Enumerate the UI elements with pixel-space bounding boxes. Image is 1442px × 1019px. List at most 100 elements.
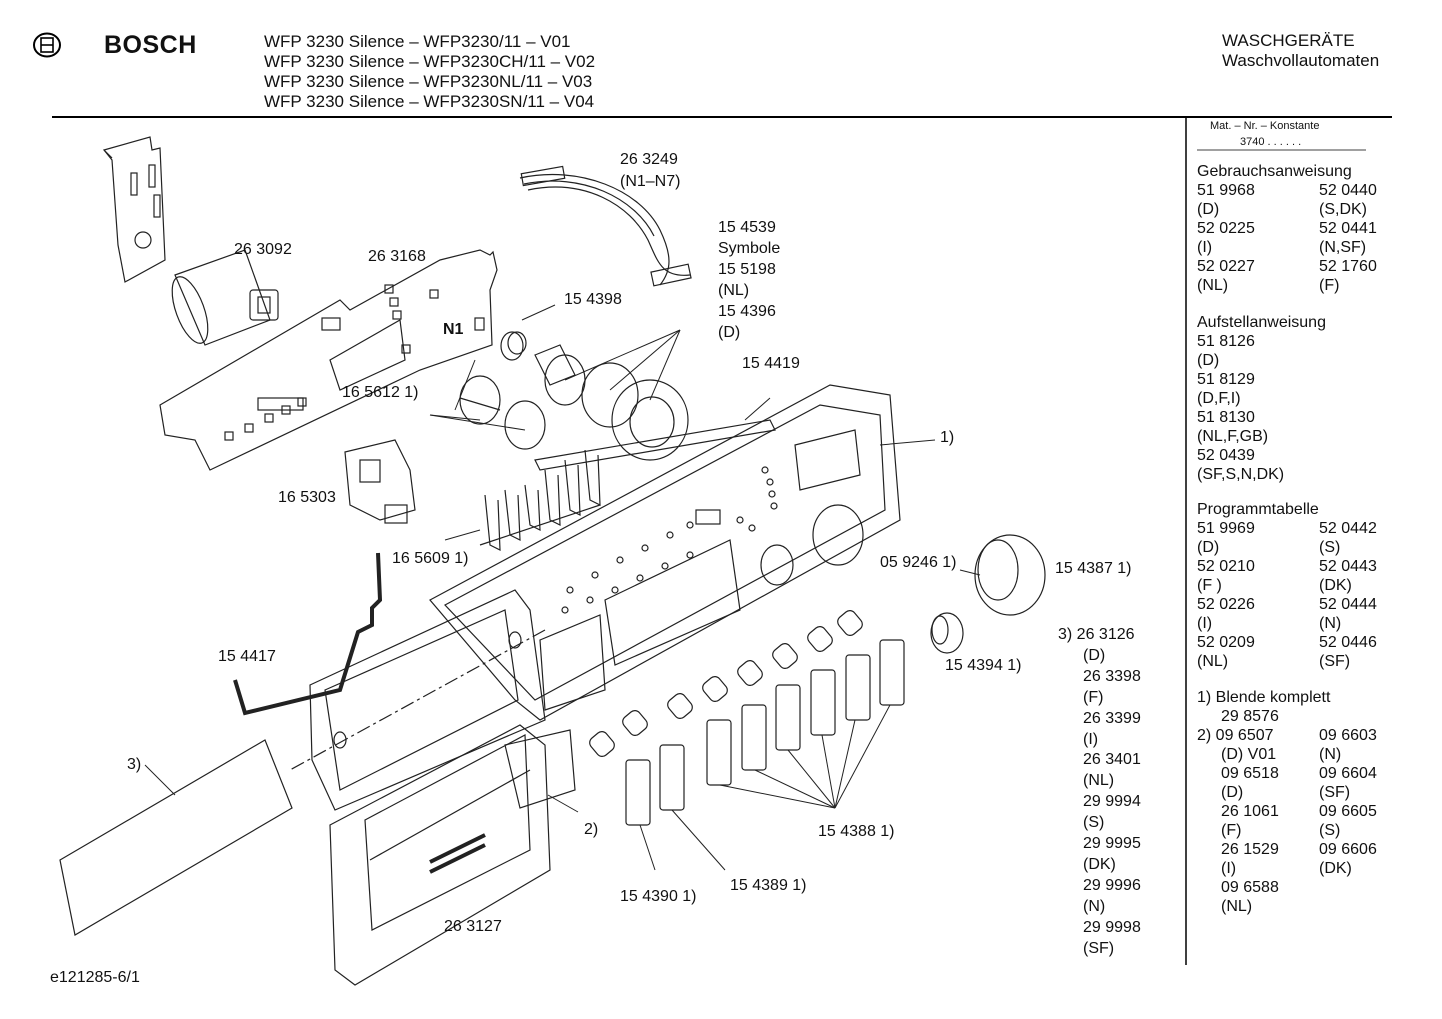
doc-number: 52 1760 — [1319, 258, 1377, 275]
note2-lang: (F) — [1221, 822, 1242, 839]
note2-lang: (DK) — [1319, 860, 1352, 877]
symbol-rings — [534, 344, 689, 461]
doc-number: 51 8129 — [1197, 371, 1255, 388]
variant-line: (NL) — [1083, 772, 1115, 790]
doc-lang: (I) — [1197, 615, 1213, 632]
variant-line: 29 9996 — [1083, 876, 1141, 894]
variant-line: 29 9998 — [1083, 918, 1141, 936]
variant-line: (SF) — [1083, 939, 1115, 957]
doc-number: 51 9968 — [1197, 182, 1255, 199]
model-line-3: WFP 3230 Silence – WFP3230NL/11 – V03 — [264, 72, 593, 91]
light-guide-rail — [534, 419, 776, 471]
model-line-4: WFP 3230 Silence – WFP3230SN/11 – V04 — [264, 92, 595, 111]
note2-number: 09 6606 — [1319, 841, 1377, 858]
label-symbole: Symbole — [718, 240, 781, 257]
label-15-4387: 15 4387 1) — [1055, 560, 1132, 577]
springs — [589, 609, 863, 758]
doc-number: 51 9969 — [1197, 520, 1255, 537]
label-15-4398: 15 4398 — [564, 291, 622, 308]
note2-number: 26 1529 — [1221, 841, 1279, 858]
doc-lang: (D) — [1197, 352, 1220, 369]
doc-number: 52 0209 — [1197, 634, 1255, 651]
label-16-5609: 16 5609 1) — [392, 550, 469, 567]
control-pcb — [159, 249, 498, 471]
variant-line: 26 3398 — [1083, 667, 1141, 685]
label-26-3092: 26 3092 — [234, 241, 292, 258]
category-title: WASCHGERÄTE — [1222, 31, 1355, 50]
section-title: Gebrauchsanweisung — [1197, 163, 1352, 180]
note2-lang: (S) — [1319, 822, 1341, 839]
label-15-4417: 15 4417 — [218, 648, 276, 665]
note2-number: 09 6518 — [1221, 765, 1279, 782]
doc-lang: (DK) — [1319, 577, 1352, 594]
small-knob — [930, 612, 964, 654]
label-ref-2: 2) — [584, 821, 599, 838]
bosch-armature-icon — [33, 32, 61, 58]
knob-cap — [500, 331, 527, 361]
label-16-5612: 16 5612 1) — [342, 384, 419, 401]
label-26-3168: 26 3168 — [368, 248, 426, 265]
doc-lang: (F ) — [1197, 577, 1222, 594]
variant-line: (N) — [1083, 897, 1106, 915]
bosch-logo — [32, 32, 62, 63]
label-15-4394: 15 4394 1) — [945, 657, 1022, 674]
doc-number: 52 0444 — [1319, 596, 1377, 613]
variant-line: (DK) — [1083, 855, 1116, 873]
label-15-4396-sub: (D) — [718, 324, 741, 341]
doc-number: 52 0439 — [1197, 447, 1255, 464]
mat-number-value: 3740 . . . . . . — [1240, 136, 1302, 148]
push-buttons — [625, 639, 905, 826]
control-panel-housing — [429, 384, 901, 721]
drawing-code: e121285-6/1 — [50, 969, 140, 986]
push-rod-comb — [479, 449, 601, 551]
label-ref-1: 1) — [940, 429, 955, 446]
note2-number: 09 6605 — [1319, 803, 1377, 820]
label-15-5198-sub: (NL) — [718, 282, 750, 299]
doc-number: 52 0443 — [1319, 558, 1377, 575]
panel-insert-2 — [504, 729, 576, 809]
note2-lang: (NL) — [1221, 898, 1253, 915]
variant-line: 3) 26 3126 — [1058, 626, 1135, 643]
doc-lang: (I) — [1197, 239, 1213, 256]
doc-number: 52 0225 — [1197, 220, 1255, 237]
assembly-axis — [289, 629, 546, 771]
variant-line: (S) — [1083, 814, 1105, 832]
note2-number: 09 6604 — [1319, 765, 1377, 782]
note2-lang: (D) — [1221, 784, 1244, 801]
note2-number: 2) 09 6507 — [1197, 727, 1274, 744]
label-15-4419: 15 4419 — [742, 355, 800, 372]
doc-number: 52 0446 — [1319, 634, 1377, 651]
doc-lang: (SF,S,N,DK) — [1197, 466, 1285, 483]
variant-line: (F) — [1083, 688, 1104, 706]
doc-number: 52 0440 — [1319, 182, 1377, 199]
doc-number: 52 0226 — [1197, 596, 1255, 613]
label-15-4390: 15 4390 1) — [620, 888, 697, 905]
leader-lines — [144, 304, 981, 871]
label-26-3249: 26 3249 — [620, 151, 678, 168]
label-ref-3: 3) — [127, 756, 142, 773]
doc-number: 52 0441 — [1319, 220, 1377, 237]
label-15-5198: 15 5198 — [718, 261, 776, 278]
variant-line: (I) — [1083, 730, 1099, 748]
doc-number: 51 8126 — [1197, 333, 1255, 350]
doc-lang: (N,SF) — [1319, 239, 1367, 256]
section-title: Aufstellanweisung — [1197, 314, 1326, 331]
doc-lang: (D) — [1197, 201, 1220, 218]
note1-value: 29 8576 — [1221, 708, 1279, 725]
doc-number: 52 0227 — [1197, 258, 1255, 275]
doc-lang: (NL,F,GB) — [1197, 428, 1269, 445]
doc-lang: (NL) — [1197, 277, 1229, 294]
label-16-5303: 16 5303 — [278, 489, 336, 506]
section-title: Programmtabelle — [1197, 501, 1319, 518]
variant-line: 29 9995 — [1083, 835, 1141, 853]
mounting-bracket — [102, 136, 166, 283]
mat-number-header: Mat. – Nr. – Konstante — [1210, 120, 1320, 132]
doc-number: 51 8130 — [1197, 409, 1255, 426]
label-26-3249-sub: (N1–N7) — [620, 173, 681, 190]
label-26-3127: 26 3127 — [444, 918, 502, 935]
note2-lang: (N) — [1319, 746, 1342, 763]
program-switch — [344, 439, 416, 524]
note2-lang: (I) — [1221, 860, 1237, 877]
note2-number: 26 1061 — [1221, 803, 1279, 820]
